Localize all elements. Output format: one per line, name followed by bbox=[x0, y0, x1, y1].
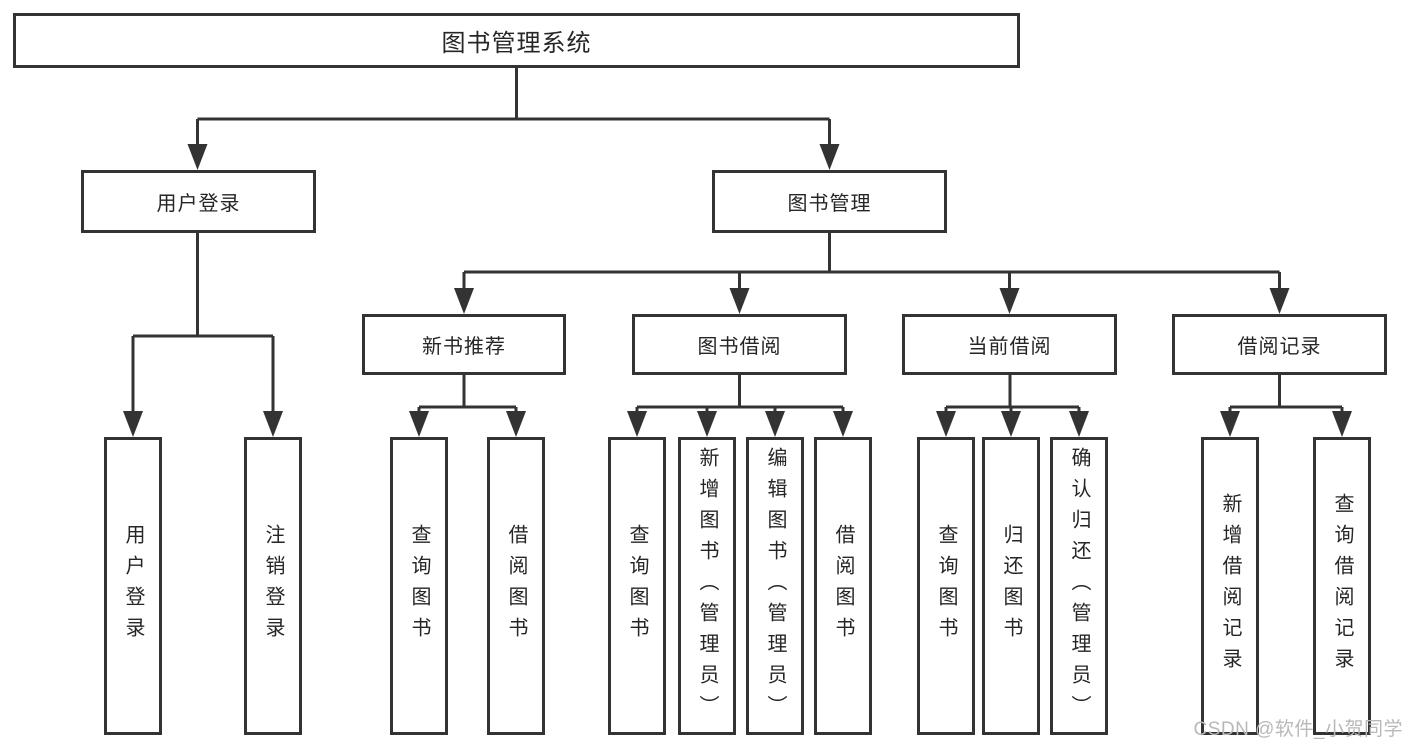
arrow-down-icon bbox=[697, 411, 717, 437]
leaf-edit-book-admin: 编辑图书（管理员） bbox=[746, 437, 804, 735]
node-book-management: 图书管理 bbox=[712, 170, 947, 233]
node-label: 查询图书 bbox=[408, 524, 430, 648]
arrow-down-icon bbox=[1269, 288, 1290, 314]
node-label: 注销登录 bbox=[262, 524, 284, 648]
arrow-down-icon bbox=[1069, 411, 1089, 437]
node-label: 用户登录 bbox=[122, 524, 144, 648]
leaf-logout: 注销登录 bbox=[244, 437, 302, 735]
leaf-current-query-book: 查询图书 bbox=[917, 437, 975, 735]
arrow-down-icon bbox=[454, 288, 474, 314]
node-label: 借阅图书 bbox=[832, 524, 854, 648]
arrow-down-icon bbox=[765, 411, 785, 437]
csdn-watermark: CSDN @软件_小贺同学 bbox=[1193, 719, 1403, 740]
arrow-down-icon bbox=[999, 288, 1020, 314]
node-label: 新增借阅记录 bbox=[1219, 493, 1241, 679]
arrow-down-icon bbox=[123, 411, 143, 437]
leaf-recommend-borrow-book: 借阅图书 bbox=[487, 437, 545, 735]
arrow-down-icon bbox=[729, 288, 750, 314]
node-current-borrow: 当前借阅 bbox=[902, 314, 1117, 375]
node-label: 查询图书 bbox=[935, 524, 957, 648]
leaf-query-borrow-record: 查询借阅记录 bbox=[1313, 437, 1371, 735]
arrow-down-icon bbox=[263, 411, 283, 437]
arrow-down-icon bbox=[409, 411, 429, 437]
leaf-confirm-return-admin: 确认归还（管理员） bbox=[1050, 437, 1108, 735]
arrow-down-icon bbox=[1332, 411, 1352, 437]
node-borrow-records: 借阅记录 bbox=[1172, 314, 1387, 375]
node-label: 查询借阅记录 bbox=[1331, 493, 1353, 679]
connector-path bbox=[417, 375, 518, 413]
leaf-user-login: 用户登录 bbox=[104, 437, 162, 735]
arrow-down-icon bbox=[506, 411, 526, 437]
leaf-add-borrow-record: 新增借阅记录 bbox=[1201, 437, 1259, 735]
connector-path bbox=[196, 68, 831, 146]
node-label: 当前借阅 bbox=[967, 336, 1052, 358]
node-label: 图书借阅 bbox=[697, 336, 782, 358]
node-label: 编辑图书（管理员） bbox=[764, 446, 786, 726]
node-label: 查询图书 bbox=[626, 524, 648, 648]
leaf-borrow-book: 借阅图书 bbox=[814, 437, 872, 735]
node-new-book-recommend: 新书推荐 bbox=[362, 314, 566, 375]
node-book-borrow: 图书借阅 bbox=[632, 314, 847, 375]
node-library-system: 图书管理系统 bbox=[13, 13, 1020, 68]
arrow-down-icon bbox=[833, 411, 853, 437]
node-user-login: 用户登录 bbox=[81, 170, 316, 233]
leaf-borrow-query-book: 查询图书 bbox=[608, 437, 666, 735]
connector-path bbox=[1228, 375, 1344, 413]
node-label: 归还图书 bbox=[1000, 524, 1022, 648]
leaf-recommend-query-book: 查询图书 bbox=[390, 437, 448, 735]
node-label: 图书管理 bbox=[787, 193, 872, 215]
node-label: 用户登录 bbox=[156, 193, 241, 215]
node-label: 确认归还（管理员） bbox=[1068, 446, 1090, 726]
arrow-down-icon bbox=[1220, 411, 1240, 437]
leaf-return-book: 归还图书 bbox=[982, 437, 1040, 735]
node-label: 借阅记录 bbox=[1237, 336, 1322, 358]
connector-path bbox=[131, 233, 275, 413]
arrow-down-icon bbox=[627, 411, 647, 437]
node-label: 借阅图书 bbox=[505, 524, 527, 648]
connector-path bbox=[462, 233, 1281, 290]
node-label: 图书管理系统 bbox=[441, 30, 592, 57]
arrow-down-icon bbox=[1001, 411, 1021, 437]
connector-path bbox=[944, 375, 1081, 413]
arrow-down-icon bbox=[819, 144, 840, 170]
node-label: 新书推荐 bbox=[422, 336, 506, 358]
connector-path bbox=[635, 375, 845, 413]
node-label: 新增图书（管理员） bbox=[696, 446, 718, 726]
leaf-add-book-admin: 新增图书（管理员） bbox=[678, 437, 736, 735]
arrow-down-icon bbox=[187, 144, 208, 170]
arrow-down-icon bbox=[936, 411, 956, 437]
